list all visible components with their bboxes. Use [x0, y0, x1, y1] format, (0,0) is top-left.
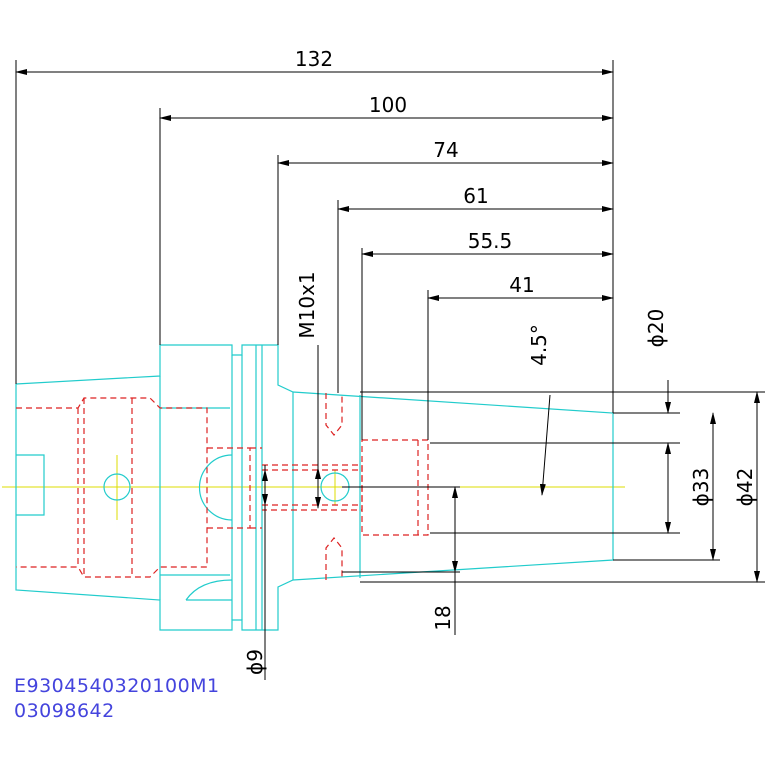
part-code-line2: 03098642: [14, 700, 115, 722]
thread-label: M10x1: [295, 271, 319, 338]
dia42-label: ϕ42: [733, 468, 757, 507]
dim-132: 132: [295, 47, 333, 71]
dia33-label: ϕ33: [689, 468, 713, 507]
dia20-label: ϕ20: [644, 309, 668, 348]
centerlines: [2, 455, 625, 520]
part-code-line1: E9304540320100M1: [14, 675, 220, 697]
angle-label: 4.5°: [527, 324, 551, 366]
dimension-lines: [15, 60, 765, 680]
dia9-label: ϕ9: [243, 649, 267, 675]
dimension-labels: 132 100 74 61 55.5 41 M10x1 4.5° ϕ20 ϕ33…: [243, 47, 757, 675]
dim-55-5: 55.5: [468, 229, 513, 253]
dim-41: 41: [509, 273, 534, 297]
dim-74: 74: [433, 138, 458, 162]
part-code-block: E9304540320100M1 03098642: [14, 675, 220, 722]
dim-18-label: 18: [431, 605, 455, 630]
dim-61: 61: [463, 184, 488, 208]
hidden-lines: [16, 393, 429, 580]
dim-100: 100: [369, 93, 407, 117]
